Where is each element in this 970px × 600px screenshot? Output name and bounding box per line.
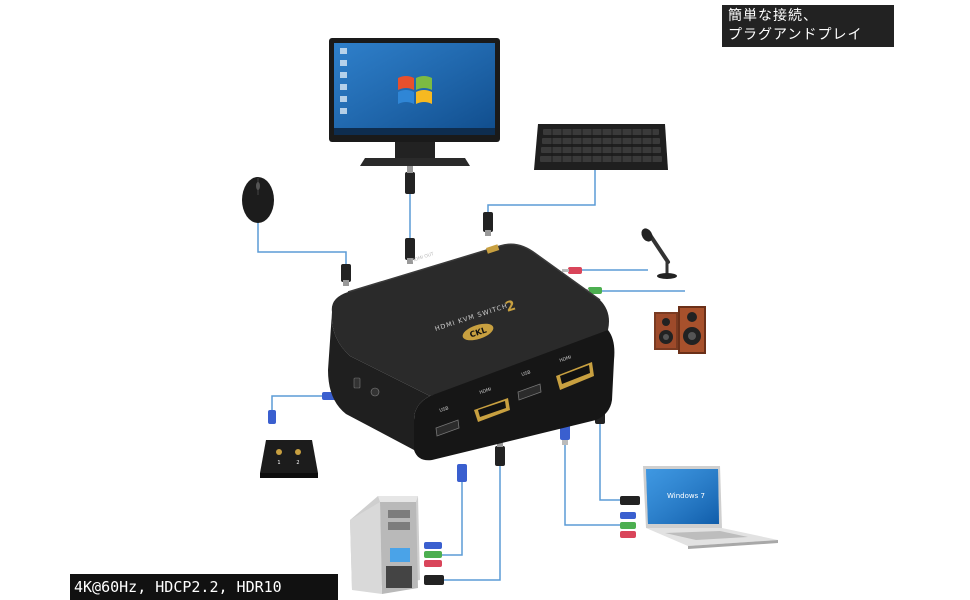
laptop: Windows 7 xyxy=(643,466,778,549)
svg-text:1: 1 xyxy=(277,460,280,466)
svg-text:Windows 7: Windows 7 xyxy=(667,492,705,500)
spec-label: 4K@60Hz, HDCP2.2, HDR10 xyxy=(70,574,338,600)
remote-switch: 1 2 xyxy=(260,440,318,478)
kvm-switch: CKL 2 HDMI KVM SWITCH HDMI OUT USB HDMI xyxy=(328,244,614,460)
mouse xyxy=(242,177,274,223)
svg-text:2: 2 xyxy=(296,460,299,466)
feature-label-line-2: プラグアンドプレイ xyxy=(728,26,894,45)
pc-tower xyxy=(350,496,420,594)
feature-label: 簡単な接続、 プラグアンドプレイ xyxy=(722,5,894,47)
speakers xyxy=(654,306,706,354)
keyboard xyxy=(534,124,668,170)
microphone xyxy=(639,226,677,279)
feature-label-line-1: 簡単な接続、 xyxy=(728,7,894,26)
monitor xyxy=(329,38,500,166)
